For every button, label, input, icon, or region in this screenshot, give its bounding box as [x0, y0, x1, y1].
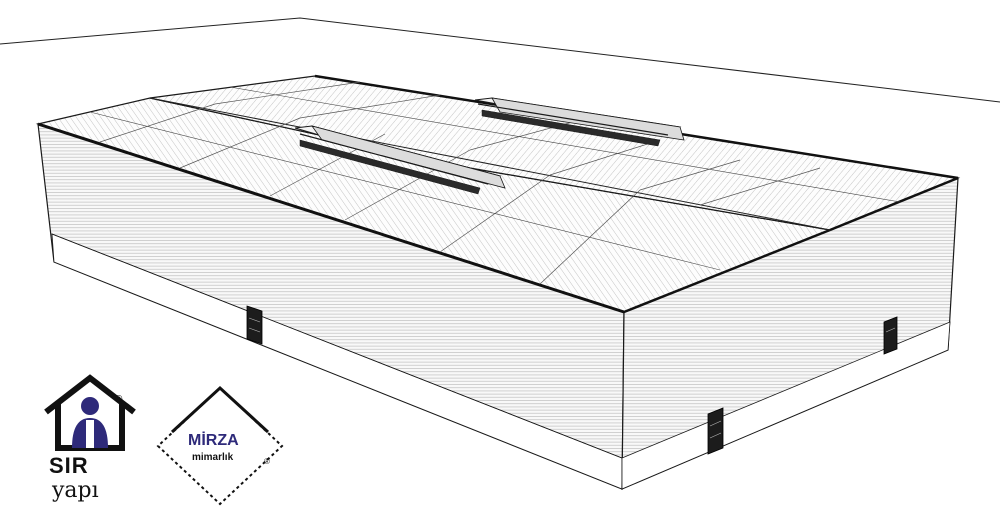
- door-gable-left: [707, 407, 724, 455]
- mimarlik-wordmark: mimarlık: [192, 452, 234, 463]
- roof-lantern-front: [294, 125, 506, 195]
- door-left-wall: [246, 305, 263, 345]
- registered-mark: ®: [115, 394, 123, 405]
- sir-yapi-logo: SIR yapı ®: [44, 374, 136, 503]
- sir-wordmark: SIR: [49, 453, 89, 478]
- mirza-registered-mark: ®: [264, 457, 270, 466]
- roof: [35, 74, 961, 314]
- mirza-wordmark: MİRZA: [188, 431, 239, 449]
- door-gable-right: [883, 316, 898, 355]
- mirza-logo: MİRZA mimarlık ®: [156, 385, 284, 506]
- ground-outline: [0, 17, 1000, 103]
- yapi-wordmark: yapı: [51, 478, 99, 503]
- mirza-corner-mark: [170, 385, 270, 434]
- roof-lantern-back: [474, 97, 685, 147]
